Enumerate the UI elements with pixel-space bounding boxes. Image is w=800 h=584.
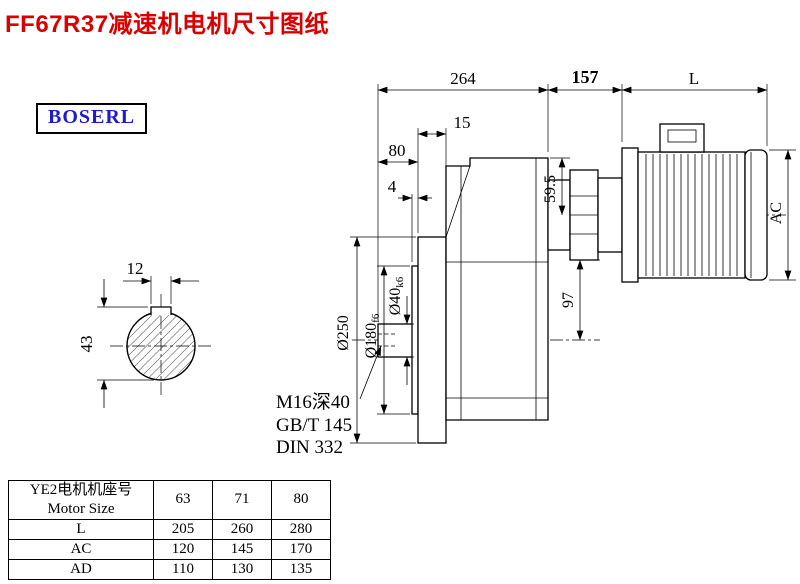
note-thread: M16深40	[276, 391, 350, 413]
dim-L: L	[621, 69, 768, 146]
table-size-63: 63	[153, 480, 213, 520]
table-cell: 120	[153, 538, 213, 560]
dim-59-5-label: 59.5	[542, 175, 559, 203]
table-row-AD: AD 110 130 135	[8, 558, 331, 580]
table-header-cn: YE2电机机座号	[29, 482, 133, 498]
dim-59-5: 59.5	[542, 157, 570, 216]
page-title: FF67R37减速机电机尺寸图纸	[5, 11, 330, 38]
dim-dia40-label: Ø40k6	[387, 276, 406, 315]
gearbox-side-view	[352, 123, 786, 444]
table-header-label: YE2电机机座号 Motor Size	[8, 480, 154, 520]
table-row-L: L 205 260 280	[8, 518, 331, 540]
dim-157: 157	[547, 67, 623, 142]
table-cell: 170	[271, 538, 331, 560]
dim-157-label: 157	[572, 67, 599, 87]
dim-dia40: Ø40k6	[387, 276, 414, 385]
thread-notes: M16深40 GB/T 145 DIN 332	[276, 345, 382, 458]
table-cell: 260	[212, 518, 272, 540]
row-label: AC	[8, 538, 154, 560]
housing-rib	[445, 165, 471, 238]
terminal-box-lid	[667, 129, 697, 143]
table-cell: 110	[153, 558, 213, 580]
table-header-en: Motor Size	[47, 500, 115, 517]
table-cell: 130	[212, 558, 272, 580]
terminal-box	[659, 123, 705, 153]
note-leader-line	[359, 345, 382, 400]
dim-80: 80	[377, 141, 419, 166]
row-label: L	[8, 518, 154, 540]
motor-adapter	[597, 177, 623, 253]
motor-cooling-fins	[645, 154, 738, 276]
fan-cowl	[744, 149, 768, 281]
table-cell: 205	[153, 518, 213, 540]
dim-97-label: 97	[560, 292, 577, 308]
dim-80-label: 80	[389, 141, 406, 160]
dim-15: 15	[417, 113, 471, 233]
table-row-AC: AC 120 145 170	[8, 538, 331, 560]
motor-size-table: YE2电机机座号 Motor Size 63 71 80 L 205 260 2…	[8, 480, 331, 580]
flange-spigot	[411, 265, 419, 415]
dim-264-label: 264	[450, 69, 476, 88]
dim-dia250-label: Ø250	[335, 315, 352, 351]
mounting-flange	[417, 236, 447, 444]
table-header-row: YE2电机机座号 Motor Size 63 71 80	[8, 480, 331, 520]
motor-flange	[621, 147, 639, 283]
dimensions: 264 157 L 15 80	[276, 67, 796, 458]
dim-12: 12	[123, 259, 199, 304]
keyway-slot	[150, 306, 172, 315]
row-label: AD	[8, 558, 154, 580]
dim-ac: AC	[768, 149, 796, 281]
dim-43-label: 43	[77, 336, 96, 353]
dim-L-label: L	[689, 69, 699, 88]
dim-12-label: 12	[127, 259, 144, 278]
table-size-71: 71	[212, 480, 272, 520]
dim-264: 264	[377, 69, 549, 320]
table-size-80: 80	[271, 480, 331, 520]
bore-circle	[126, 311, 196, 381]
motor-body	[637, 151, 746, 279]
note-din-standard: DIN 332	[276, 437, 343, 458]
dim-15-label: 15	[454, 113, 471, 132]
shaft-cross-section-view: 12 43	[77, 259, 212, 408]
table-cell: 145	[212, 538, 272, 560]
table-cell: 135	[271, 558, 331, 580]
dim-4: 4	[388, 177, 432, 262]
table-cell: 280	[271, 518, 331, 540]
dim-ac-label: AC	[768, 202, 785, 224]
brand-logo: BOSERL	[36, 103, 148, 134]
motor	[621, 123, 768, 283]
note-gb-standard: GB/T 145	[276, 415, 352, 436]
dim-4-label: 4	[388, 177, 397, 196]
dim-43: 43	[77, 279, 154, 408]
dim-97: 97	[560, 259, 600, 341]
dim-dia250: Ø250	[335, 236, 416, 444]
